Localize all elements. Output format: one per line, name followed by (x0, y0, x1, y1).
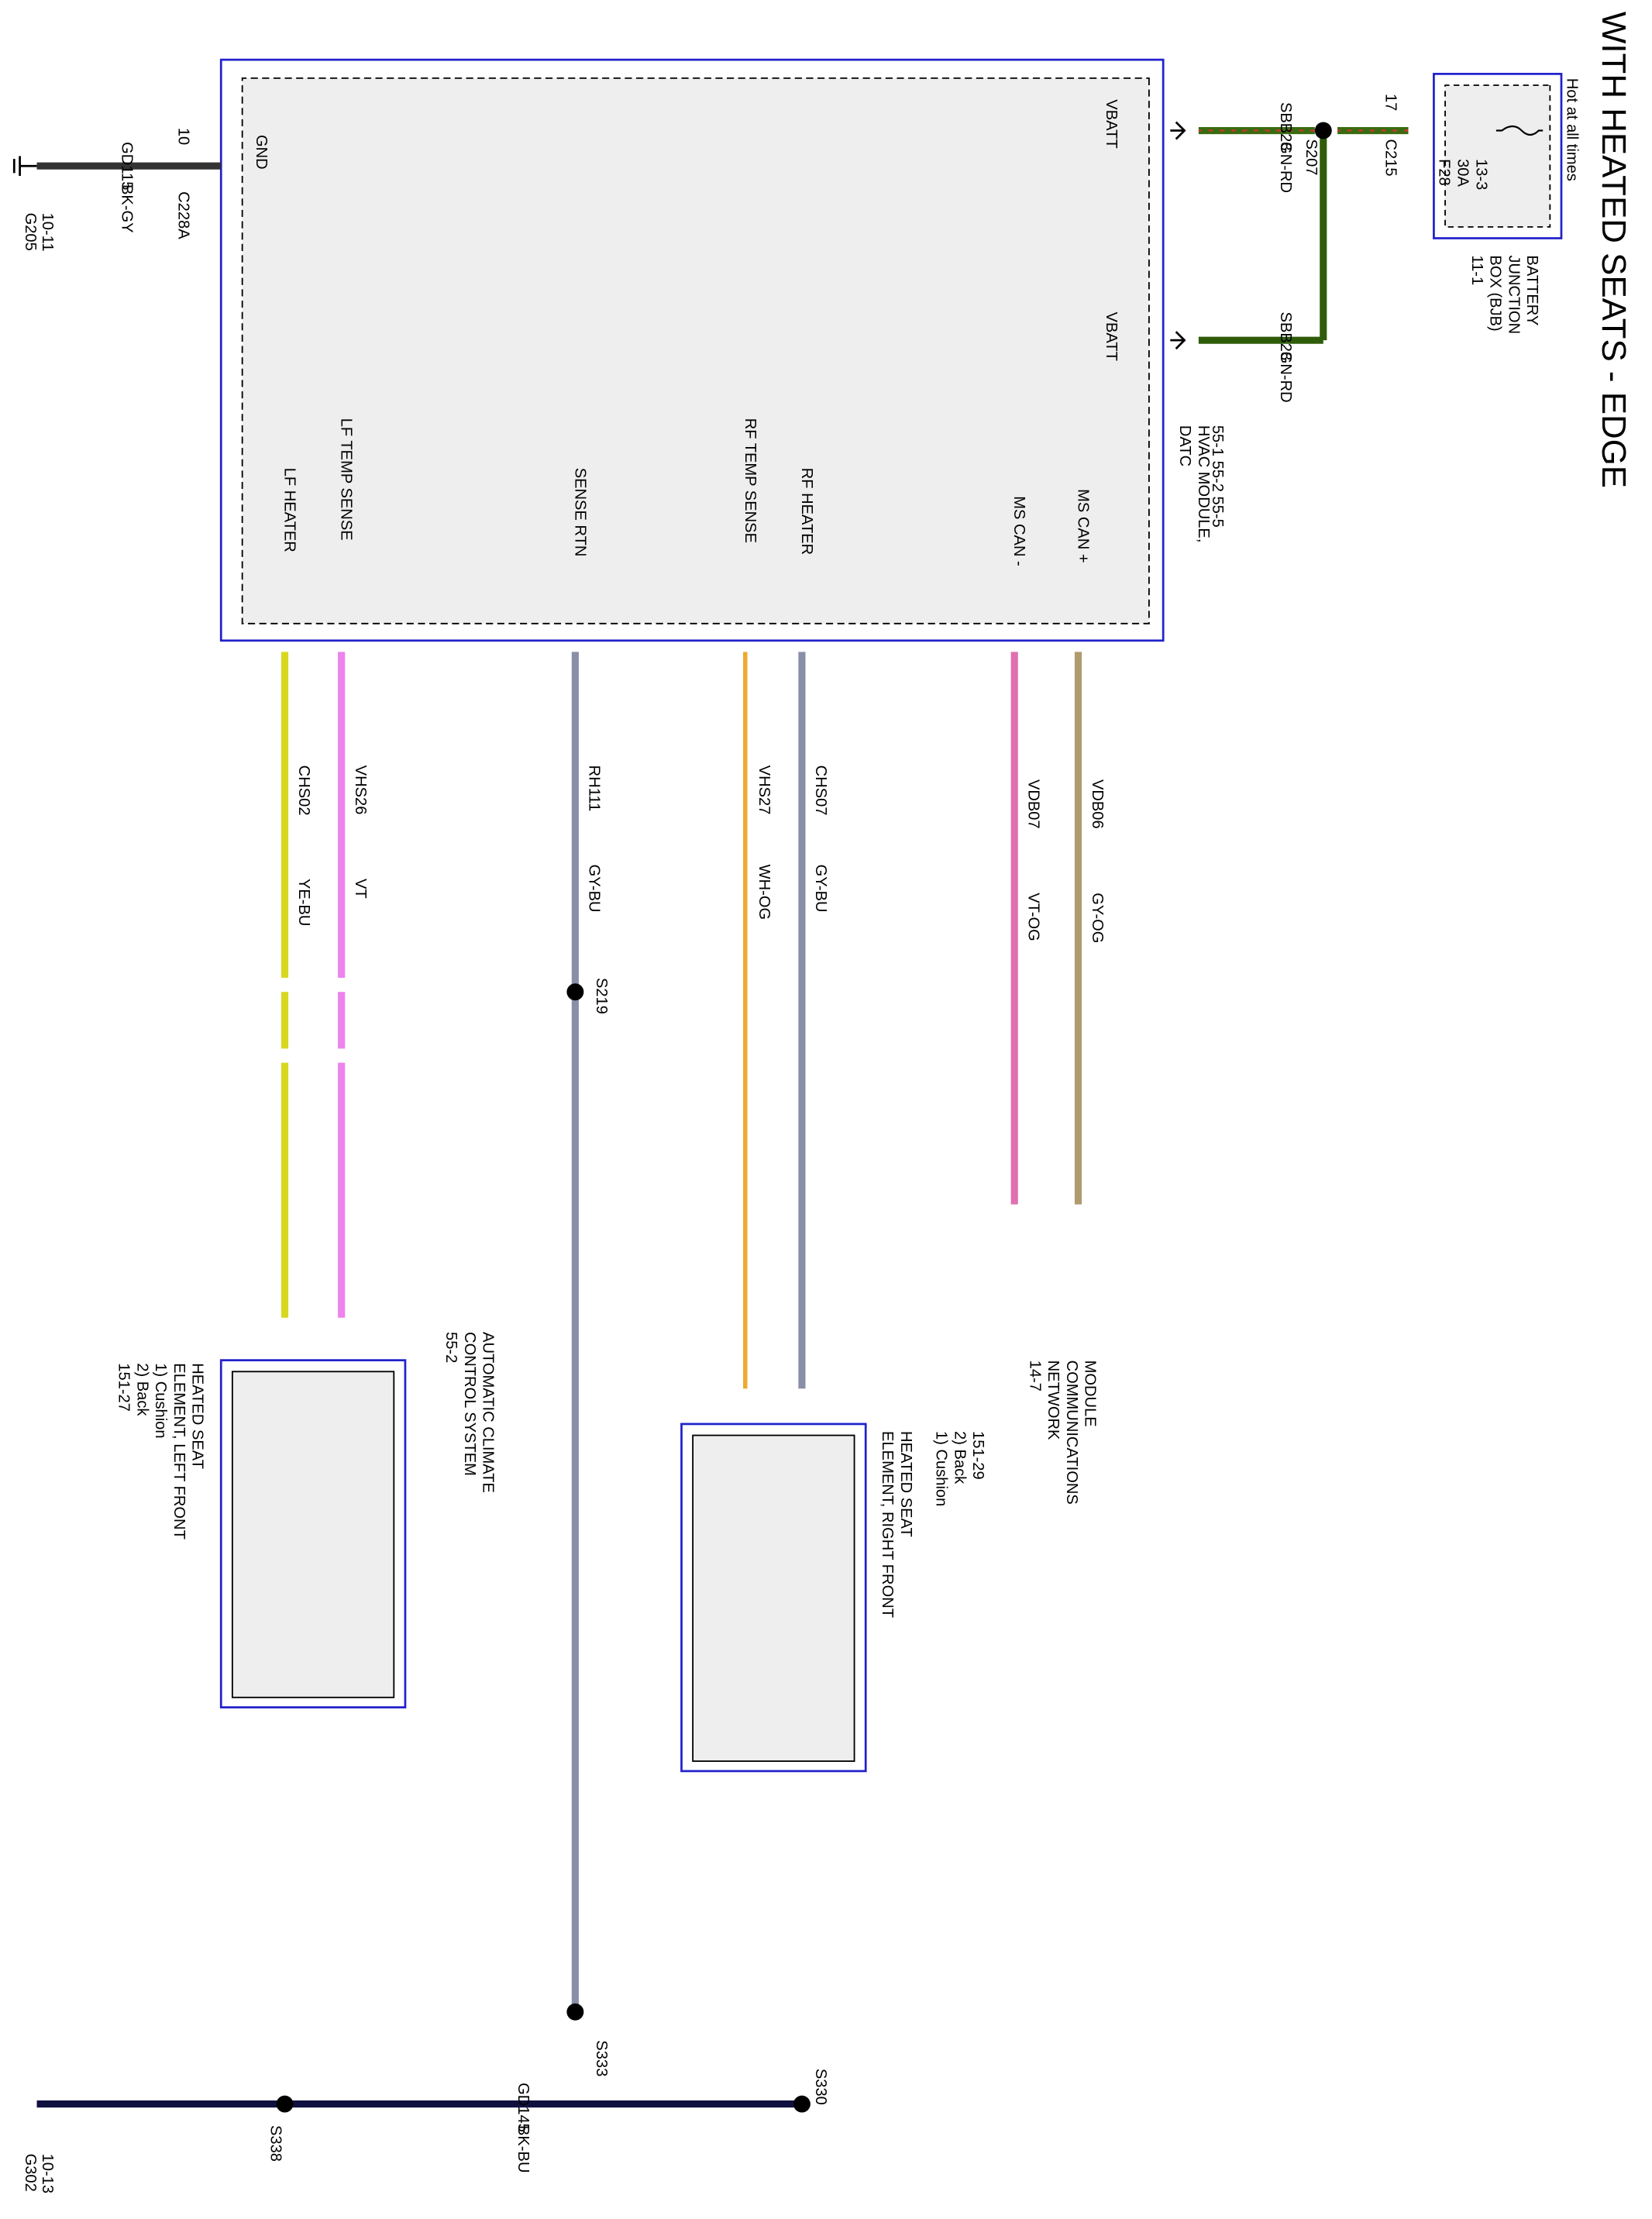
s338-label: S338 (267, 2125, 284, 2162)
rf-heater-color: GY-BU (812, 865, 829, 913)
bjb-label-line3: BOX (BJB) (1487, 255, 1504, 331)
main-ground: G302 10-13 GD145 BK-BU S338 S330 (22, 2069, 829, 2193)
gnrd-label-2: GN-RD (1277, 352, 1294, 403)
pin-label-vbatt-2: VBATT (1103, 312, 1120, 361)
c215-label: C215 (1382, 139, 1399, 176)
pin-label-sense-rtn: SENSE RTN (571, 468, 588, 557)
hot-at-all-times-label: Hot at all times (1563, 78, 1580, 181)
lf-temp-wire: VHS26 VT (338, 652, 369, 1318)
lf-temp-color: VT (352, 879, 369, 899)
hvac-name-line1: HVAC MODULE, (1195, 425, 1212, 543)
bjb-ref: 11-1 (1468, 255, 1485, 285)
acc-ref: 55-2 (442, 1332, 459, 1363)
gnd-pin: 10 (174, 128, 191, 145)
mcn-label-line3: NETWORK (1045, 1361, 1062, 1440)
ms-can-plus-color: GY-OG (1089, 893, 1106, 943)
ms-can-minus-color: VT-OG (1024, 893, 1041, 941)
fuse-rating: 30A (1454, 159, 1471, 187)
g205-ref: 10-11 (39, 213, 56, 252)
seat-rf-ref: 151-29 (969, 1431, 986, 1480)
s333-label: S333 (593, 2040, 610, 2076)
pin-label-ms-can-minus: MS CAN - (1010, 496, 1027, 566)
seat-lf-ref: 151-27 (115, 1363, 133, 1412)
pin-label-vbatt-1: VBATT (1103, 99, 1120, 148)
s330-label: S330 (812, 2069, 829, 2105)
s219-label: S219 (593, 978, 610, 1014)
acc-label-line1: AUTOMATIC CLIMATE (480, 1332, 497, 1493)
splice-s338 (276, 2095, 294, 2113)
rf-heater-wire: CHS07 GY-BU (798, 652, 829, 1389)
pin-label-lf-heater: LF HEATER (281, 468, 298, 552)
pin-label-rf-heater: RF HEATER (798, 468, 815, 555)
g205-label: G205 (22, 213, 39, 251)
seat-element-left-front: HEATED SEAT ELEMENT, LEFT FRONT 1) Cushi… (115, 1359, 407, 1708)
acc-label-line2: CONTROL SYSTEM (461, 1332, 478, 1476)
seat-element-right-front: HEATED SEAT ELEMENT, RIGHT FRONT 1) Cush… (680, 1423, 986, 1773)
splice-s333 (566, 2003, 584, 2021)
seat-lf-line2: ELEMENT, LEFT FRONT (170, 1363, 188, 1540)
fuse-symbol (1495, 125, 1544, 136)
gnd-circuit: GD115 (118, 142, 135, 190)
rf-heater-circuit: CHS07 (812, 765, 829, 816)
bjb-label-line1: BATTERY (1523, 255, 1540, 325)
seat-lf-line3: 1) Cushion (152, 1363, 169, 1438)
seat-rf-line2: ELEMENT, RIGHT FRONT (879, 1431, 896, 1618)
seat-lf-line4: 2) Back (133, 1363, 150, 1416)
g302-label: G302 (22, 2154, 39, 2192)
gnd-color: BK-GY (118, 184, 135, 233)
rf-temp-color: WH-OG (755, 865, 773, 920)
ms-can-minus-wire: VDB07 VT-OG (1010, 652, 1041, 1205)
c215-pin: 17 (1382, 94, 1399, 111)
pin-label-ms-can-plus: MS CAN + (1074, 489, 1091, 563)
seat-rf-line4: 2) Back (951, 1431, 968, 1484)
mcn-label-line2: COMMUNICATIONS (1063, 1361, 1080, 1505)
sense-rtn-circuit: RH111 (586, 765, 603, 812)
ms-can-plus-wire: VDB06 GY-OG (1074, 652, 1106, 1205)
gnd-wire: GD115 BK-GY G205 10-11 10 C228A (12, 128, 222, 252)
gnrd-label-1: GN-RD (1277, 142, 1294, 193)
sense-rtn-color: GY-BU (586, 865, 603, 913)
fuse-ref: 13-3 (1472, 159, 1489, 190)
ms-can-minus-circuit: VDB07 (1024, 779, 1041, 829)
pin-label-lf-temp: LF TEMP SENSE (338, 418, 355, 541)
diagram-title: WITH HEATED SEATS - EDGE (1595, 12, 1633, 488)
gnd-c228a: C228A (174, 191, 191, 239)
sbb28-label-1: SBB28 (1277, 102, 1294, 151)
rf-temp-circuit: VHS27 (755, 765, 773, 815)
splice-s330 (793, 2095, 811, 2113)
hvac-module: HVAC MODULE, DATC 55-1 55-2 55-5 VBATT V… (219, 58, 1226, 642)
fuse-name: F28 (1436, 159, 1453, 186)
sense-rtn-wire: RH111 GY-BU S219 S333 (566, 652, 610, 2076)
mcn-ref: 14-7 (1026, 1361, 1043, 1392)
pin-label-rf-temp: RF TEMP SENSE (742, 418, 759, 543)
seat-lf-line1: HEATED SEAT (189, 1363, 206, 1469)
seat-rf-line1: HEATED SEAT (897, 1431, 914, 1537)
lf-heater-wire: CHS02 YE-BU (280, 652, 312, 1318)
lf-temp-circuit: VHS26 (352, 765, 369, 815)
mcn-label-line1: MODULE (1082, 1361, 1099, 1427)
splice-s219 (566, 983, 584, 1001)
sbb28-label-2: SBB28 (1277, 312, 1294, 361)
battery-junction-box: Hot at all times F28 30A 13-3 BATTERY JU… (1433, 73, 1580, 334)
g302-ref: 10-13 (39, 2154, 56, 2193)
bkbu-label: BK-BU (515, 2125, 532, 2173)
pin-label-gnd: GND (253, 135, 270, 170)
power-feed-wires: C215 17 S207 SBB28 GN-RD SBB28 GN-RD (1170, 94, 1409, 403)
s207-label: S207 (1303, 139, 1320, 175)
hvac-refs: 55-1 55-2 55-5 (1209, 425, 1226, 528)
splice-s207 (1314, 122, 1332, 139)
ms-can-plus-circuit: VDB06 (1089, 779, 1106, 829)
gd145-label: GD145 (515, 2083, 532, 2132)
lf-heater-circuit: CHS02 (295, 765, 312, 816)
lf-heater-color: YE-BU (295, 879, 312, 926)
rf-temp-wire: VHS27 WH-OG (743, 652, 773, 1389)
hvac-name-line2: DATC (1176, 425, 1193, 466)
bjb-label-line2: JUNCTION (1505, 255, 1522, 334)
seat-rf-line3: 1) Cushion (933, 1431, 950, 1506)
